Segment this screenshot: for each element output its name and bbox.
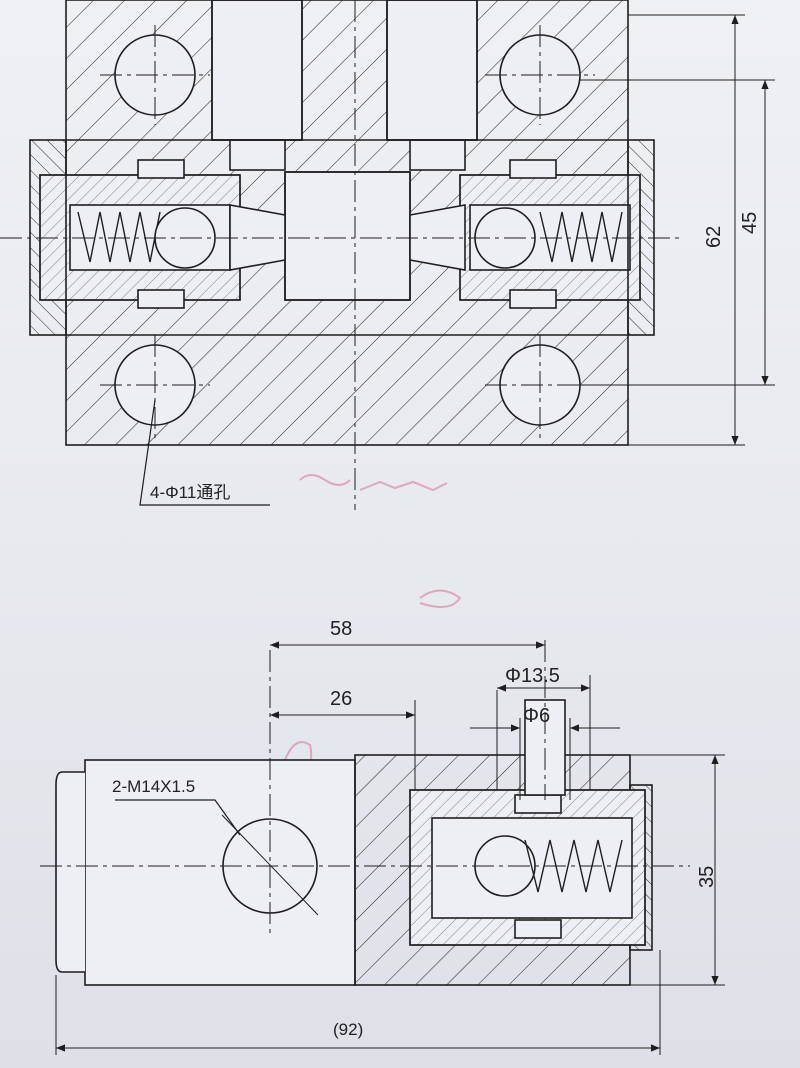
dim-bore-inner: Φ6: [523, 705, 550, 727]
dim-length: (92): [333, 1020, 363, 1039]
dim-58: 58: [330, 618, 352, 640]
bottom-section-view: [40, 640, 725, 1055]
dim-bore-outer: Φ13.5: [505, 665, 560, 687]
stamp-watermark: [284, 474, 462, 786]
hole-callout: 4-Φ11通孔: [150, 483, 230, 502]
dim-hole-spacing: 45: [739, 212, 761, 234]
dim-overall-height: 62: [703, 226, 725, 248]
dim-26: 26: [330, 688, 352, 710]
dim-height: 35: [696, 866, 718, 888]
thread-callout: 2-M14X1.5: [112, 777, 195, 796]
top-section-view: [0, 0, 775, 510]
